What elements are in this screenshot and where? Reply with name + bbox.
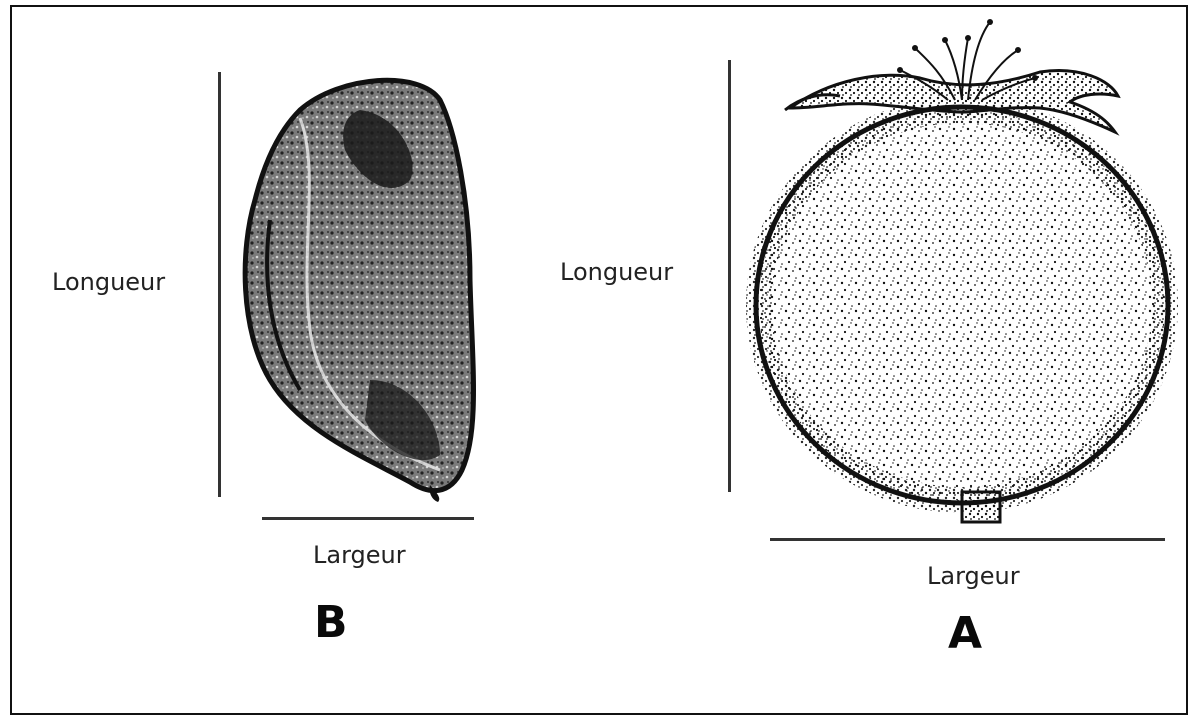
fruit-illustration [756,19,1168,522]
seed-illustration [245,80,473,502]
